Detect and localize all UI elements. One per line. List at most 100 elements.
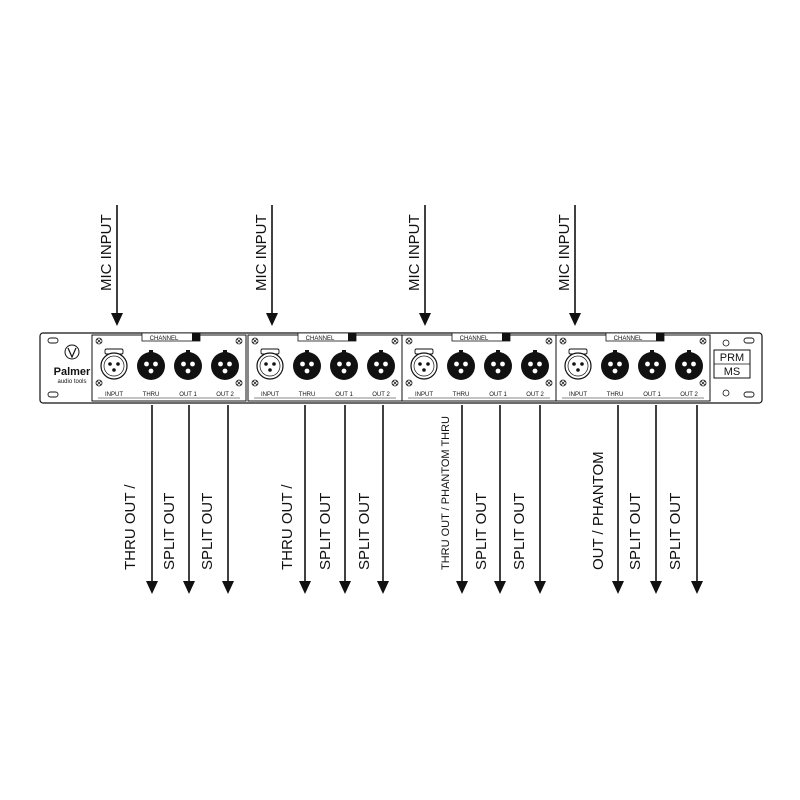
jack-label: INPUT [569,392,587,398]
channel-tag: CHANNEL [451,332,511,342]
jack-label: OUT 1 [489,392,507,398]
xlr-male-output-icon [330,350,358,380]
output-arrow [691,405,703,594]
output-arrow [299,405,311,594]
channel-label: CHANNEL [150,336,179,342]
output-arrow [183,405,195,594]
jack-label: INPUT [105,392,123,398]
xlr-male-output-icon [137,350,165,380]
xlr-male-output-icon [675,350,703,380]
output-label: SPLIT OUT [511,493,528,570]
xlr-male-output-icon [174,350,202,380]
screw-icon [95,337,103,345]
xlr-female-input-icon [564,348,592,380]
brand-subtitle: audio tools [57,379,86,385]
output-label: THRU OUT / [279,484,296,570]
output-arrow [222,405,234,594]
jack-label: INPUT [415,392,433,398]
output-label: SPLIT OUT [356,493,373,570]
rack-hole [47,391,59,398]
screw-icon [722,339,730,347]
channel-label: CHANNEL [614,336,643,342]
output-arrow [612,405,624,594]
rack-hole [743,337,755,344]
screw-icon [251,337,259,345]
output-arrow [534,405,546,594]
output-arrow [494,405,506,594]
channel-label: CHANNEL [306,336,335,342]
xlr-male-output-icon [447,350,475,380]
screw-icon [722,389,730,397]
xlr-male-output-icon [484,350,512,380]
xlr-male-output-icon [367,350,395,380]
mic-input-label: MIC INPUT [98,214,115,291]
xlr-male-output-icon [601,350,629,380]
mic-input-label: MIC INPUT [556,214,573,291]
screw-icon [391,337,399,345]
xlr-male-output-icon [293,350,321,380]
screw-icon [559,337,567,345]
output-label: THRU OUT / [122,484,139,570]
mic-input-arrow [569,205,581,326]
jack-label: OUT 2 [372,392,390,398]
screw-icon [95,379,103,387]
jack-label: OUT 1 [643,392,661,398]
output-label: SPLIT OUT [161,493,178,570]
model-line-1: PRM [720,352,744,364]
channel-tag: CHANNEL [141,332,201,342]
output-arrow [377,405,389,594]
xlr-male-output-icon [211,350,239,380]
mic-input-label: MIC INPUT [253,214,270,291]
jack-label: OUT 2 [680,392,698,398]
screw-icon [405,337,413,345]
jack-label: OUT 1 [179,392,197,398]
xlr-male-output-icon [521,350,549,380]
output-arrow [146,405,158,594]
channel-label: CHANNEL [460,336,489,342]
rack-hole [743,391,755,398]
channel-tag: CHANNEL [605,332,665,342]
screw-icon [699,337,707,345]
screw-icon [251,379,259,387]
rack-hole [47,337,59,344]
channel-tag: CHANNEL [297,332,357,342]
jack-label: OUT 2 [216,392,234,398]
jack-label: THRU [143,392,160,398]
output-label: SPLIT OUT [199,493,216,570]
output-label: SPLIT OUT [627,493,644,570]
output-arrow [456,405,468,594]
output-label: SPLIT OUT [667,493,684,570]
output-arrow [339,405,351,594]
mic-input-label: MIC INPUT [406,214,423,291]
output-label: SPLIT OUT [473,493,490,570]
channels-layer: CHANNEL INPUT THRU OUT 1 OUT 2 MIC INPUT THRU … [91,205,711,594]
jack-label: INPUT [261,392,279,398]
brand-logo: Palmer audio tools [54,344,91,385]
output-label: OUT / PHANTOM [590,451,607,570]
screw-icon [235,379,243,387]
jack-label: THRU [299,392,316,398]
output-label: SPLIT OUT [317,493,334,570]
xlr-male-output-icon [638,350,666,380]
xlr-female-input-icon [410,348,438,380]
screw-icon [391,379,399,387]
output-label: THRU OUT / PHANTOM THRU [440,416,452,570]
screw-icon [405,379,413,387]
xlr-female-input-icon [100,348,128,380]
jack-label: OUT 2 [526,392,544,398]
channel-module-1: CHANNEL INPUT THRU OUT 1 OUT 2 MIC INPUT THRU … [91,205,247,594]
model-line-2: MS [724,366,741,378]
screw-icon [545,337,553,345]
screw-icon [699,379,707,387]
model-badge: PRM MS [713,339,751,397]
output-arrow [650,405,662,594]
screw-icon [545,379,553,387]
brand-name: Palmer [54,366,91,378]
screw-icon [559,379,567,387]
xlr-female-input-icon [256,348,284,380]
